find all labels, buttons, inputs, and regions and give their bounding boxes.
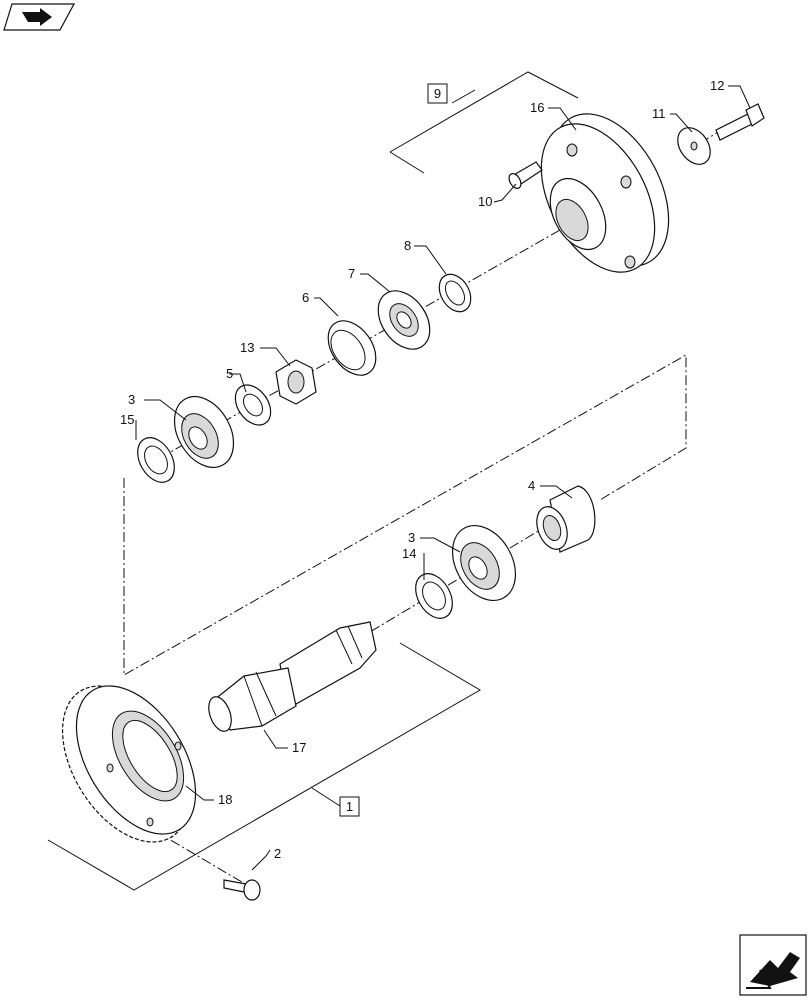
label-3-lower: 3 xyxy=(408,530,415,545)
assembly-9-label: 9 xyxy=(434,86,441,101)
label-17: 17 xyxy=(292,740,306,755)
label-10: 10 xyxy=(478,194,492,209)
label-2: 2 xyxy=(274,846,281,861)
ball-bearing-7 xyxy=(377,290,431,350)
roller-bearing-upper xyxy=(173,396,235,468)
shim-ring-lower xyxy=(415,573,453,619)
label-4: 4 xyxy=(528,478,535,493)
stud-bolt xyxy=(508,161,543,189)
label-6: 6 xyxy=(302,290,309,305)
spacer-ring xyxy=(234,384,272,426)
next-page-arrow-icon[interactable] xyxy=(739,934,807,996)
sleeve xyxy=(536,485,596,553)
ring-gear xyxy=(61,685,197,843)
assembly-9-bracket: 9 xyxy=(389,71,579,174)
label-7: 7 xyxy=(348,266,355,281)
label-13: 13 xyxy=(240,340,254,355)
ring-gear-bolt xyxy=(223,879,261,901)
hex-nut xyxy=(275,359,317,405)
label-3-upper: 3 xyxy=(128,392,135,407)
label-12: 12 xyxy=(710,78,724,93)
roller-bearing-lower xyxy=(451,525,517,601)
label-14: 14 xyxy=(402,546,416,561)
part-number-labels: 2 3 3 4 5 6 7 8 10 11 12 13 14 15 16 17 … xyxy=(120,78,724,861)
shim-ring-upper xyxy=(137,437,175,483)
label-8: 8 xyxy=(404,238,411,253)
hex-bolt xyxy=(715,103,765,141)
label-5: 5 xyxy=(226,366,233,381)
assembly-1-bracket: 1 xyxy=(47,642,481,891)
label-18: 18 xyxy=(218,792,232,807)
snap-ring xyxy=(438,273,472,313)
label-11: 11 xyxy=(652,106,666,121)
back-arrow-icon[interactable] xyxy=(3,3,76,31)
washer xyxy=(677,127,711,165)
bearing-cup xyxy=(327,320,377,376)
flange-hub xyxy=(540,113,670,273)
label-15: 15 xyxy=(120,412,134,427)
label-16: 16 xyxy=(530,100,544,115)
pinion-shaft xyxy=(208,621,377,732)
leader-lines xyxy=(135,85,751,871)
assembly-1-label: 1 xyxy=(346,799,353,814)
